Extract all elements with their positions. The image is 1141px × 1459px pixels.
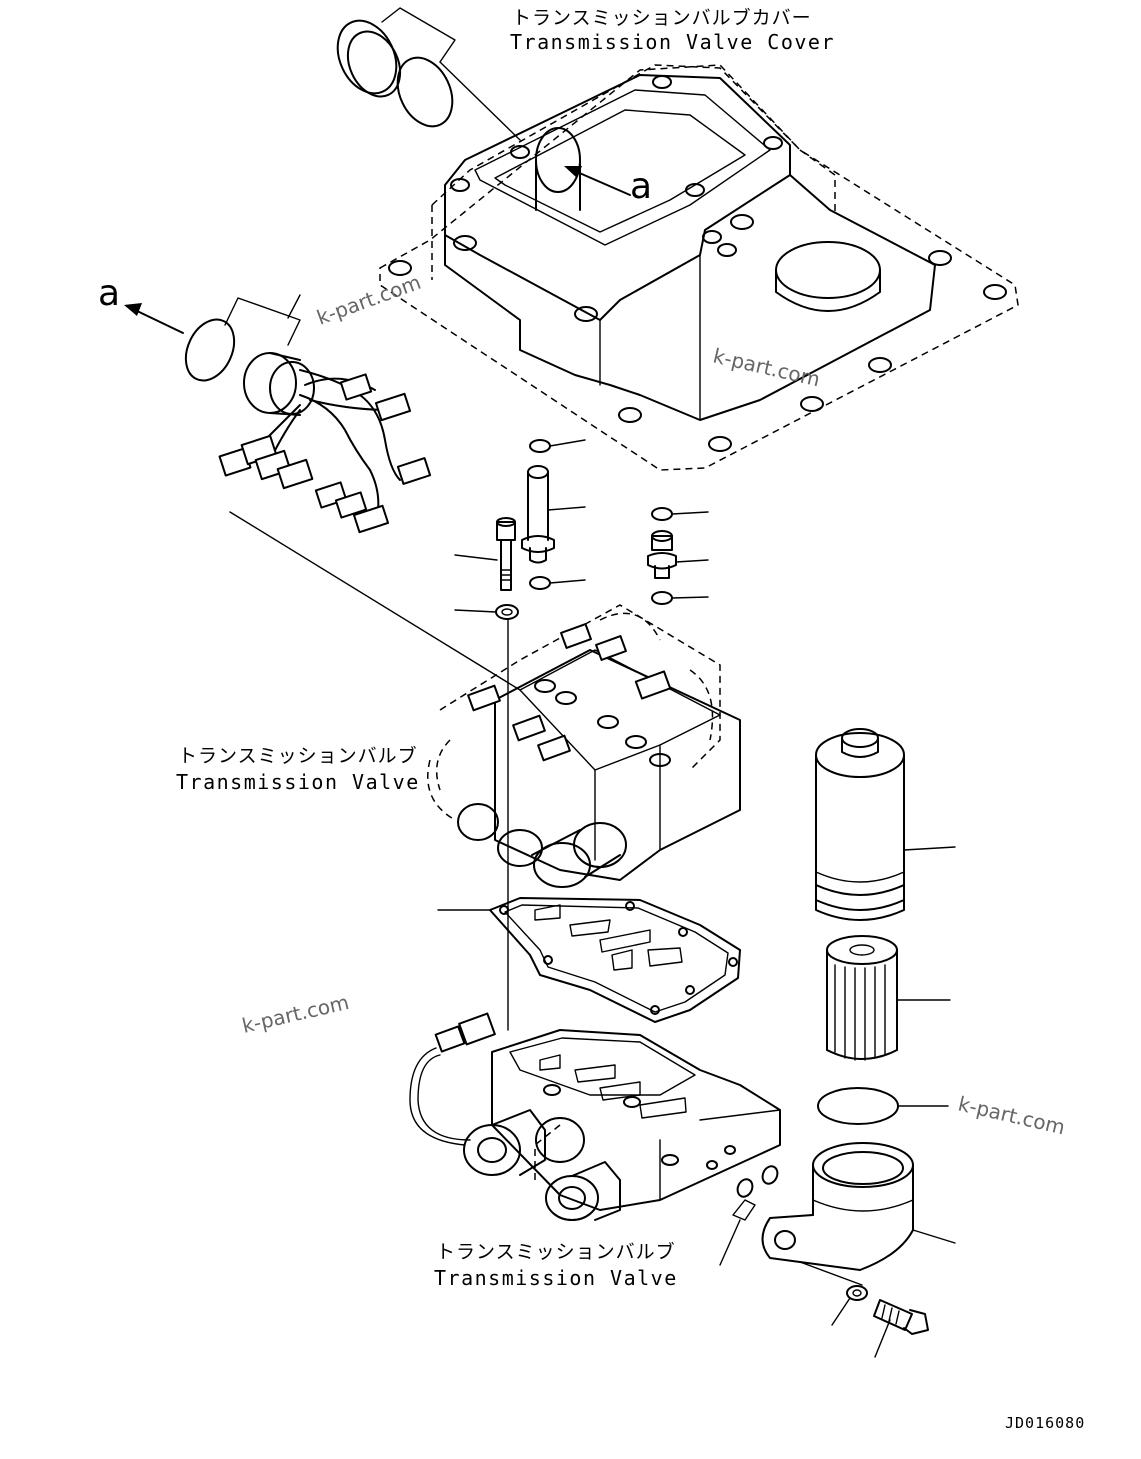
watermark: k-part.com [314,270,425,330]
valve-lower-label-jp: トランスミッションバルブ [436,1240,676,1263]
valve-upper-label-en: Transmission Valve [176,770,420,794]
watermark: k-part.com [711,343,822,391]
harness-o-ring [184,318,236,382]
drawing-code: JD016080 [1005,1414,1085,1432]
valve-upper-label-jp: トランスミッションバルブ [178,744,418,767]
valve-lower-label-en: Transmission Valve [434,1266,678,1290]
reference-a-top: a [630,166,652,207]
filter-assembly [761,728,956,1358]
valve-gasket [437,897,741,1023]
cover-seal-rings [336,7,521,141]
cover-label-jp: トランスミッションバルブカバー [512,6,812,29]
wiring-harness [124,294,521,691]
reference-a-left: a [98,273,120,314]
small-parts [454,439,709,1031]
cover-bolt-holes [388,75,1007,452]
watermark: k-part.com [240,990,351,1038]
transmission-valve-lower [409,1012,781,1266]
watermark: k-part.com [956,1091,1067,1139]
cover-label-en: Transmission Valve Cover [510,30,835,54]
transmission-valve-cover [379,64,1019,471]
transmission-valve-upper [427,604,741,888]
